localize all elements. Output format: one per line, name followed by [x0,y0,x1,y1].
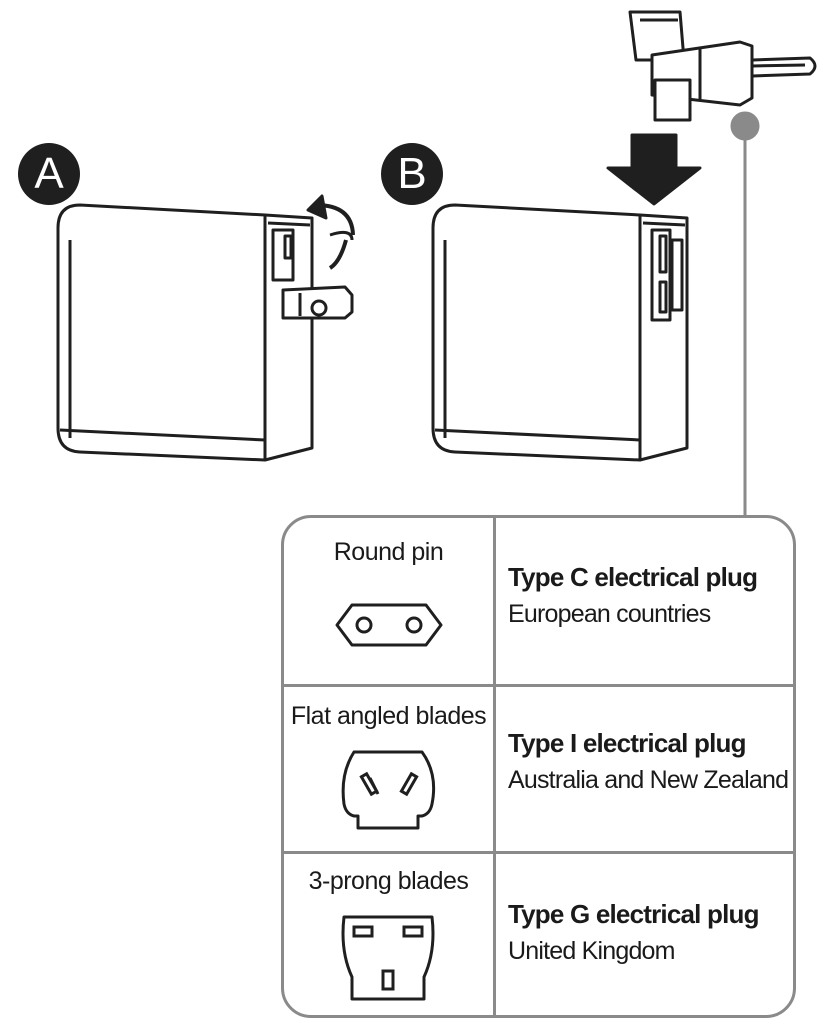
three-prong-outlet-icon [341,915,435,1001]
table-row: Flat angled blades Type I electrical plu… [284,684,793,851]
table-row-divider [284,684,793,687]
uk-plug-adapter-illustration [628,10,817,122]
table-row: Round pin Type C electrical plug Europea… [284,518,793,684]
plug-type-title: Type C electrical plug [508,562,758,592]
down-arrow-icon [606,133,702,206]
angled-blades-outlet-icon [341,750,436,830]
table-row: 3-prong blades Type G electrical plug Un… [284,851,793,1015]
step-badge-b-label: B [397,149,427,198]
table-row-divider [284,851,793,854]
plug-type-title: Type I electrical plug [508,728,746,758]
plug-type-title: Type G electrical plug [508,899,759,929]
plug-region: European countries [508,600,711,628]
step-badge-a-label: A [34,149,64,198]
step-badge-a: A [18,143,80,205]
callout-connector [730,111,760,515]
rotate-arrow-icon [306,194,355,270]
plug-region: Australia and New Zealand [508,766,789,794]
plug-region: United Kingdom [508,937,675,965]
shape-label: 3-prong blades [308,867,469,895]
charger-b-illustration [431,203,689,462]
round-pin-outlet-icon [335,603,443,647]
table-column-divider [493,518,496,1015]
charger-a-illustration [56,203,354,462]
shape-label: Flat angled blades [290,702,487,730]
plug-type-table: Round pin Type C electrical plug Europea… [281,515,796,1018]
step-badge-b: B [381,143,443,205]
shape-label: Round pin [333,538,444,566]
